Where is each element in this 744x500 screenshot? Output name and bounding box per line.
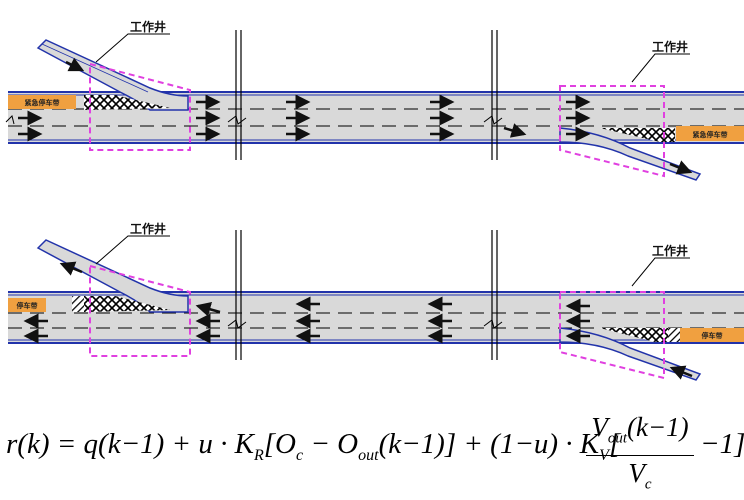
ramp-metering-formula: r(k) = q(k−1) + u · KR[Oc − Oout(k−1)] +… — [0, 412, 744, 493]
formula-fraction: Vout(k−1) Vc — [580, 412, 700, 500]
hatch-gore-icon — [590, 328, 668, 342]
top-left-shoulder — [8, 95, 76, 109]
top-right-shoulder — [676, 126, 744, 141]
break-symbol-icon — [227, 319, 247, 329]
break-symbol-icon — [227, 115, 247, 125]
break-symbol-icon — [5, 115, 15, 125]
workwell-label-bottom-left: 工作井 — [130, 221, 166, 236]
workwell-label-bottom-right: 工作井 — [652, 243, 688, 258]
bottom-left-shoulder-label: 停车带 — [17, 301, 38, 310]
break-symbol-icon — [483, 115, 503, 125]
top-onramp — [36, 39, 189, 111]
formula-right-part: −1] — [700, 428, 744, 460]
top-right-shoulder-label: 紧急停车带 — [693, 130, 728, 139]
workwell-box-left — [89, 62, 191, 151]
workwell-box-right — [559, 291, 665, 380]
hatch-gore-icon — [84, 95, 170, 110]
hatch-gore-icon — [84, 296, 170, 312]
workwell-label-top-left: 工作井 — [130, 19, 166, 34]
fraction-denominator: Vc — [628, 458, 652, 493]
top-road-panel: 紧急停车带 紧急停车带 工作井 工作井 — [5, 19, 744, 181]
fraction-numerator: Vout(k−1) — [591, 412, 689, 447]
formula-left-part: r(k) = q(k−1) + u · KR[Oc − Oout(k−1)] +… — [6, 428, 621, 464]
workwell-box-right — [559, 85, 665, 178]
workwell-label-top-right: 工作井 — [652, 39, 688, 54]
arrow-left-icon — [23, 261, 693, 380]
bottom-ramp-left — [36, 239, 189, 313]
break-symbol-icon — [483, 319, 503, 329]
bottom-right-shoulder-label: 停车带 — [702, 331, 723, 340]
bottom-right-shoulder — [680, 328, 744, 342]
hatch-gore-icon — [590, 128, 675, 142]
bottom-road-panel: 停车带 停车带 工作井 工作井 — [8, 221, 744, 381]
arrow-right-icon — [18, 57, 693, 175]
bottom-left-shoulder — [8, 298, 46, 312]
top-left-shoulder-label: 紧急停车带 — [25, 98, 60, 107]
